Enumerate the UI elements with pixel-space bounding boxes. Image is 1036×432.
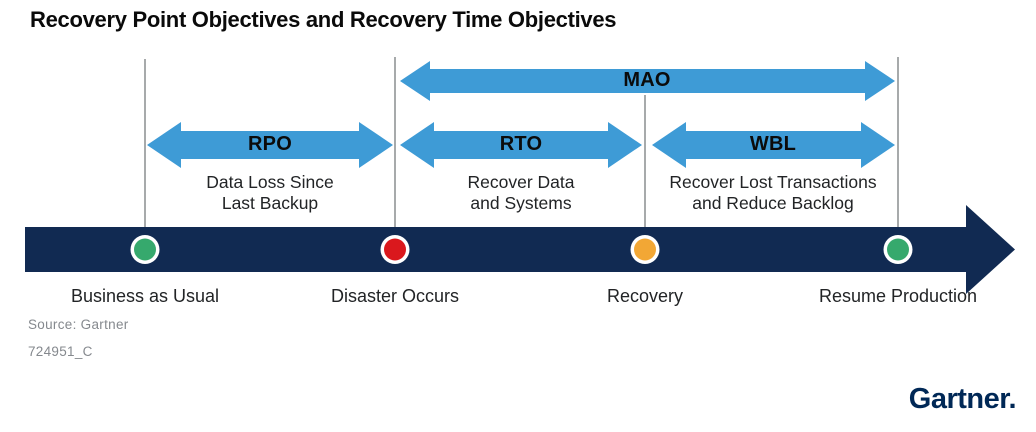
rto-label: RTO (499, 133, 543, 155)
rpo-label: RPO (248, 133, 292, 155)
rpo-arrow (147, 122, 393, 168)
wbl-label: WBL (749, 133, 797, 155)
timeline-bar (25, 227, 968, 272)
milestone-dot-business-as-usual (134, 238, 156, 261)
document-id: 724951_C (28, 344, 93, 359)
milestone-label-business-as-usual: Business as Usual (70, 286, 220, 306)
rto-arrow (400, 122, 642, 168)
milestone-label-recovery: Recovery (606, 286, 684, 306)
milestone-dot-resume-production (887, 238, 909, 261)
wbl-description: Recover Lost Transactions and Reduce Bac… (669, 172, 877, 214)
gartner-logo: Gartner. (908, 383, 1017, 415)
milestone-label-resume-production: Resume Production (818, 286, 978, 306)
mao-label: MAO (623, 69, 671, 91)
timeline-arrowhead (966, 205, 1015, 294)
rpo-description: Data Loss Since Last Backup (206, 172, 334, 214)
mao-arrow (400, 61, 895, 101)
milestone-label-disaster-occurs: Disaster Occurs (330, 286, 460, 306)
rto-description: Recover Data and Systems (467, 172, 575, 214)
wbl-arrow (652, 122, 895, 168)
milestone-dot-disaster-occurs (384, 238, 406, 261)
source-note: Source: Gartner (28, 317, 129, 332)
milestone-dot-recovery (634, 238, 656, 261)
page-title: Recovery Point Objectives and Recovery T… (30, 7, 617, 32)
